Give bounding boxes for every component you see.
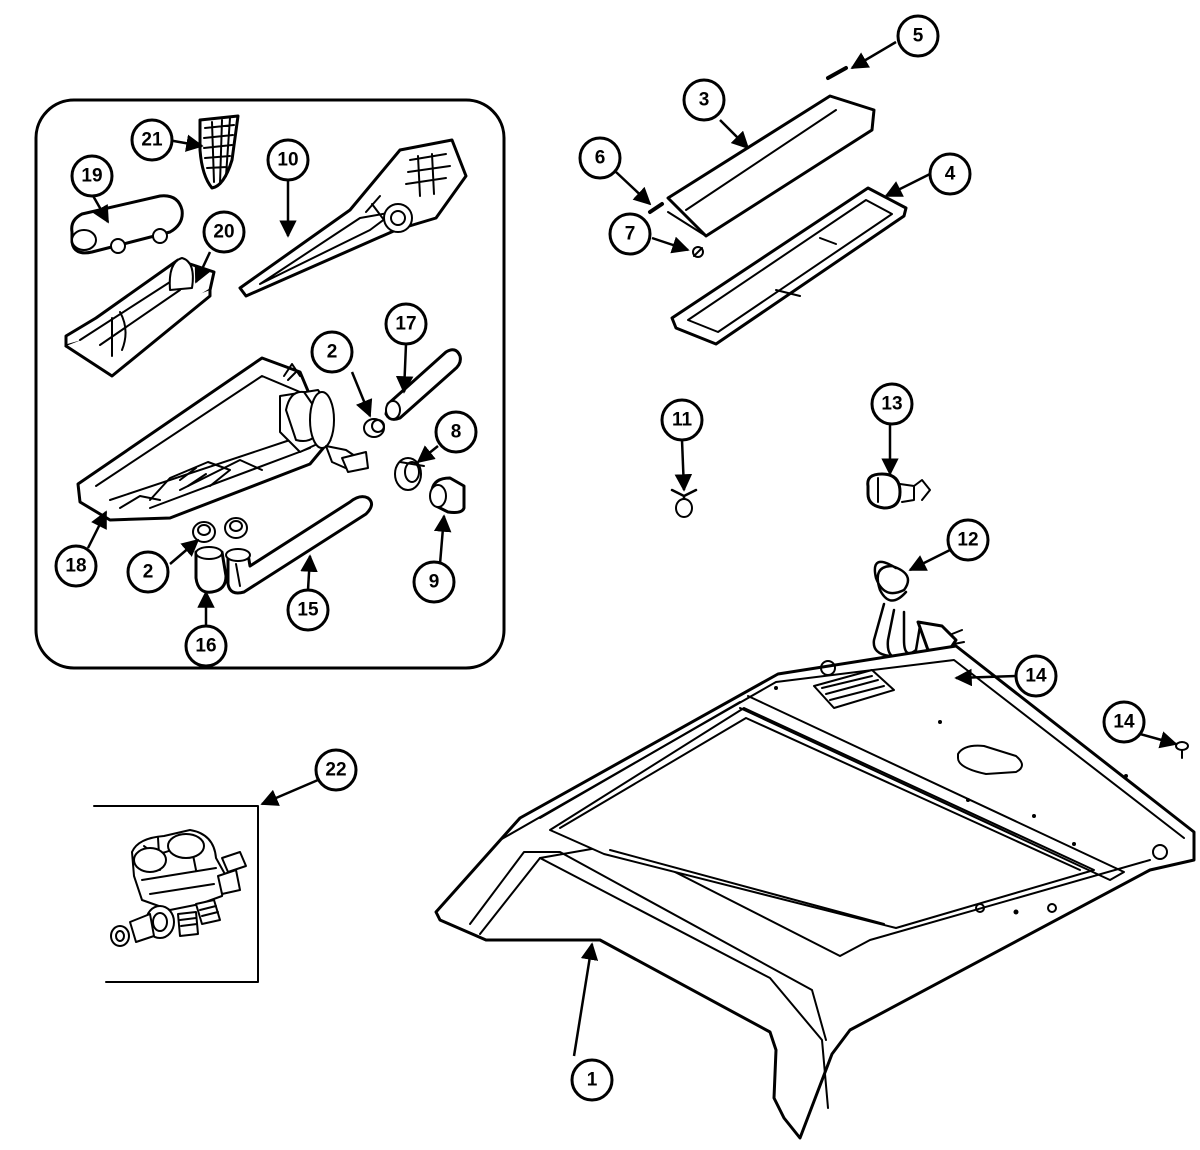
callout-12: 12 [946,518,990,562]
callout-11: 11 [660,398,704,442]
svg-text:10: 10 [277,150,298,171]
callout-18: 18 [54,544,98,588]
svg-text:8: 8 [451,422,462,443]
callout-10: 10 [266,138,310,182]
part-22-water-valve-inset [93,805,259,983]
part-18-dispenser-housing [76,356,369,522]
callout-6: 6 [578,136,622,180]
svg-text:13: 13 [881,394,902,415]
svg-text:2: 2 [327,342,338,363]
part-2-grommets-lower [192,517,248,543]
callout-9: 9 [412,560,456,604]
callout-13: 13 [870,382,914,426]
svg-text:7: 7 [625,224,636,245]
svg-text:12: 12 [957,530,978,551]
part-5-hinge-pin [826,66,848,80]
part-16-u-hose [194,546,228,594]
callout-14-a: 14 [1014,654,1058,698]
part-6-hinge-pin [648,202,664,214]
part-15-long-hose [225,495,373,595]
callout-20: 20 [202,210,246,254]
callout-22: 22 [314,748,358,792]
svg-text:9: 9 [429,572,440,593]
part-17-hose [384,348,462,421]
part-8-hose-clamp [394,457,425,491]
callout-7: 7 [608,212,652,256]
part-3-lid-panel [666,94,876,238]
part-11-clip [670,488,698,518]
svg-text:4: 4 [945,164,956,185]
svg-text:16: 16 [195,636,216,657]
part-21-lint-filter [198,114,240,190]
svg-text:20: 20 [213,222,234,243]
svg-text:11: 11 [672,410,693,431]
callout-15: 15 [286,588,330,632]
callout-1: 1 [570,1058,614,1102]
callout-3: 3 [682,78,726,122]
callout-21: 21 [130,118,174,162]
part-7-screw [692,246,704,258]
callout-14-b: 14 [1102,700,1146,744]
callout-17: 17 [384,302,428,346]
svg-text:18: 18 [65,556,86,577]
svg-text:3: 3 [699,90,710,111]
leader-lines [86,40,1178,1057]
part-20-bleach-cup [64,257,216,378]
svg-text:17: 17 [395,314,416,335]
svg-text:2: 2 [143,562,154,583]
svg-text:6: 6 [595,148,606,169]
dispenser-group-frame [34,98,506,670]
part-10-dispenser-tray [238,138,468,298]
callout-4: 4 [928,152,972,196]
part-12-power-cord [872,560,965,660]
svg-text:22: 22 [325,760,346,781]
svg-text:14: 14 [1113,712,1135,733]
svg-text:14: 14 [1025,666,1047,687]
callout-2-lower: 2 [126,550,170,594]
part-13-clip [866,472,931,510]
svg-text:19: 19 [81,166,102,187]
part-1-top-panel [434,644,1196,1140]
callout-19: 19 [70,154,114,198]
part-9-plug [429,476,466,514]
part-14-screw-b [1175,741,1189,759]
part-4-lid-frame [670,186,908,346]
part-2-grommet-upper [363,418,385,438]
part-19-siphon-cap [70,194,184,255]
callout-5: 5 [896,14,940,58]
callout-8: 8 [434,410,478,454]
callout-16: 16 [184,624,228,668]
svg-text:1: 1 [587,1070,598,1091]
svg-text:15: 15 [297,600,319,621]
svg-text:5: 5 [913,26,924,47]
callout-2-upper: 2 [310,330,354,374]
svg-text:21: 21 [141,130,163,151]
